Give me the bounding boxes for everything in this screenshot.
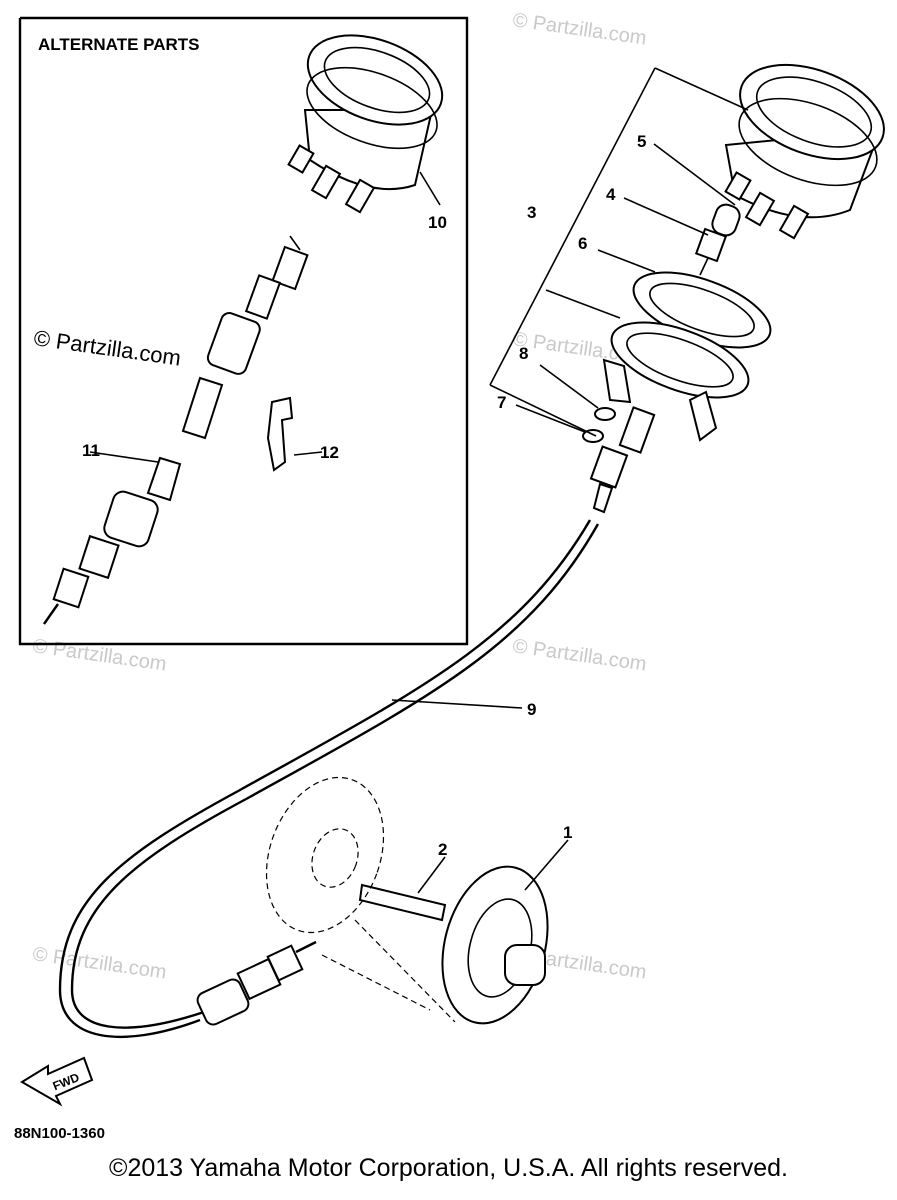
label-7: 7: [497, 393, 506, 412]
label-12: 12: [320, 443, 339, 462]
fwd-arrow: FWD: [20, 1056, 94, 1107]
copyright-notice: ©2013 Yamaha Motor Corporation, U.S.A. A…: [109, 1154, 788, 1182]
leader-lines: [89, 143, 736, 894]
alternate-parts-title: ALTERNATE PARTS: [38, 35, 200, 54]
cable-top-fitting: [589, 406, 656, 514]
label-2: 2: [438, 840, 447, 859]
label-6: 6: [578, 234, 587, 253]
speedometer-alt: [287, 34, 444, 214]
watermark-dark: © Partzilla.com: [32, 325, 182, 370]
label-4: 4: [606, 185, 616, 204]
watermark: © Partzilla.com: [31, 943, 168, 984]
watermark: © Partzilla.com: [511, 9, 648, 50]
watermark: © Partzilla.com: [31, 635, 168, 676]
cable-alt: [43, 235, 309, 625]
gear-plate: [265, 776, 456, 1023]
speedometer-main: [724, 63, 885, 240]
label-11: 11: [82, 441, 100, 460]
clip-alt: [266, 396, 323, 472]
speedometer-cable: [58, 519, 600, 1038]
label-9: 9: [527, 700, 536, 719]
bulb-socket: [694, 203, 741, 276]
wheel-hub: [441, 865, 549, 1025]
alternate-parts-box: ALTERNATE PARTS: [18, 16, 469, 646]
label-10: 10: [428, 213, 447, 232]
diagram-code: 88N100-1360: [14, 1125, 105, 1142]
label-3: 3: [527, 203, 536, 222]
drive-shaft: [358, 883, 447, 922]
label-8: 8: [519, 344, 528, 363]
label-1: 1: [563, 823, 572, 842]
gasket-bracket: [602, 271, 772, 442]
watermark: © Partzilla.com: [511, 635, 648, 676]
label-5: 5: [637, 132, 646, 151]
washers: [582, 407, 616, 443]
